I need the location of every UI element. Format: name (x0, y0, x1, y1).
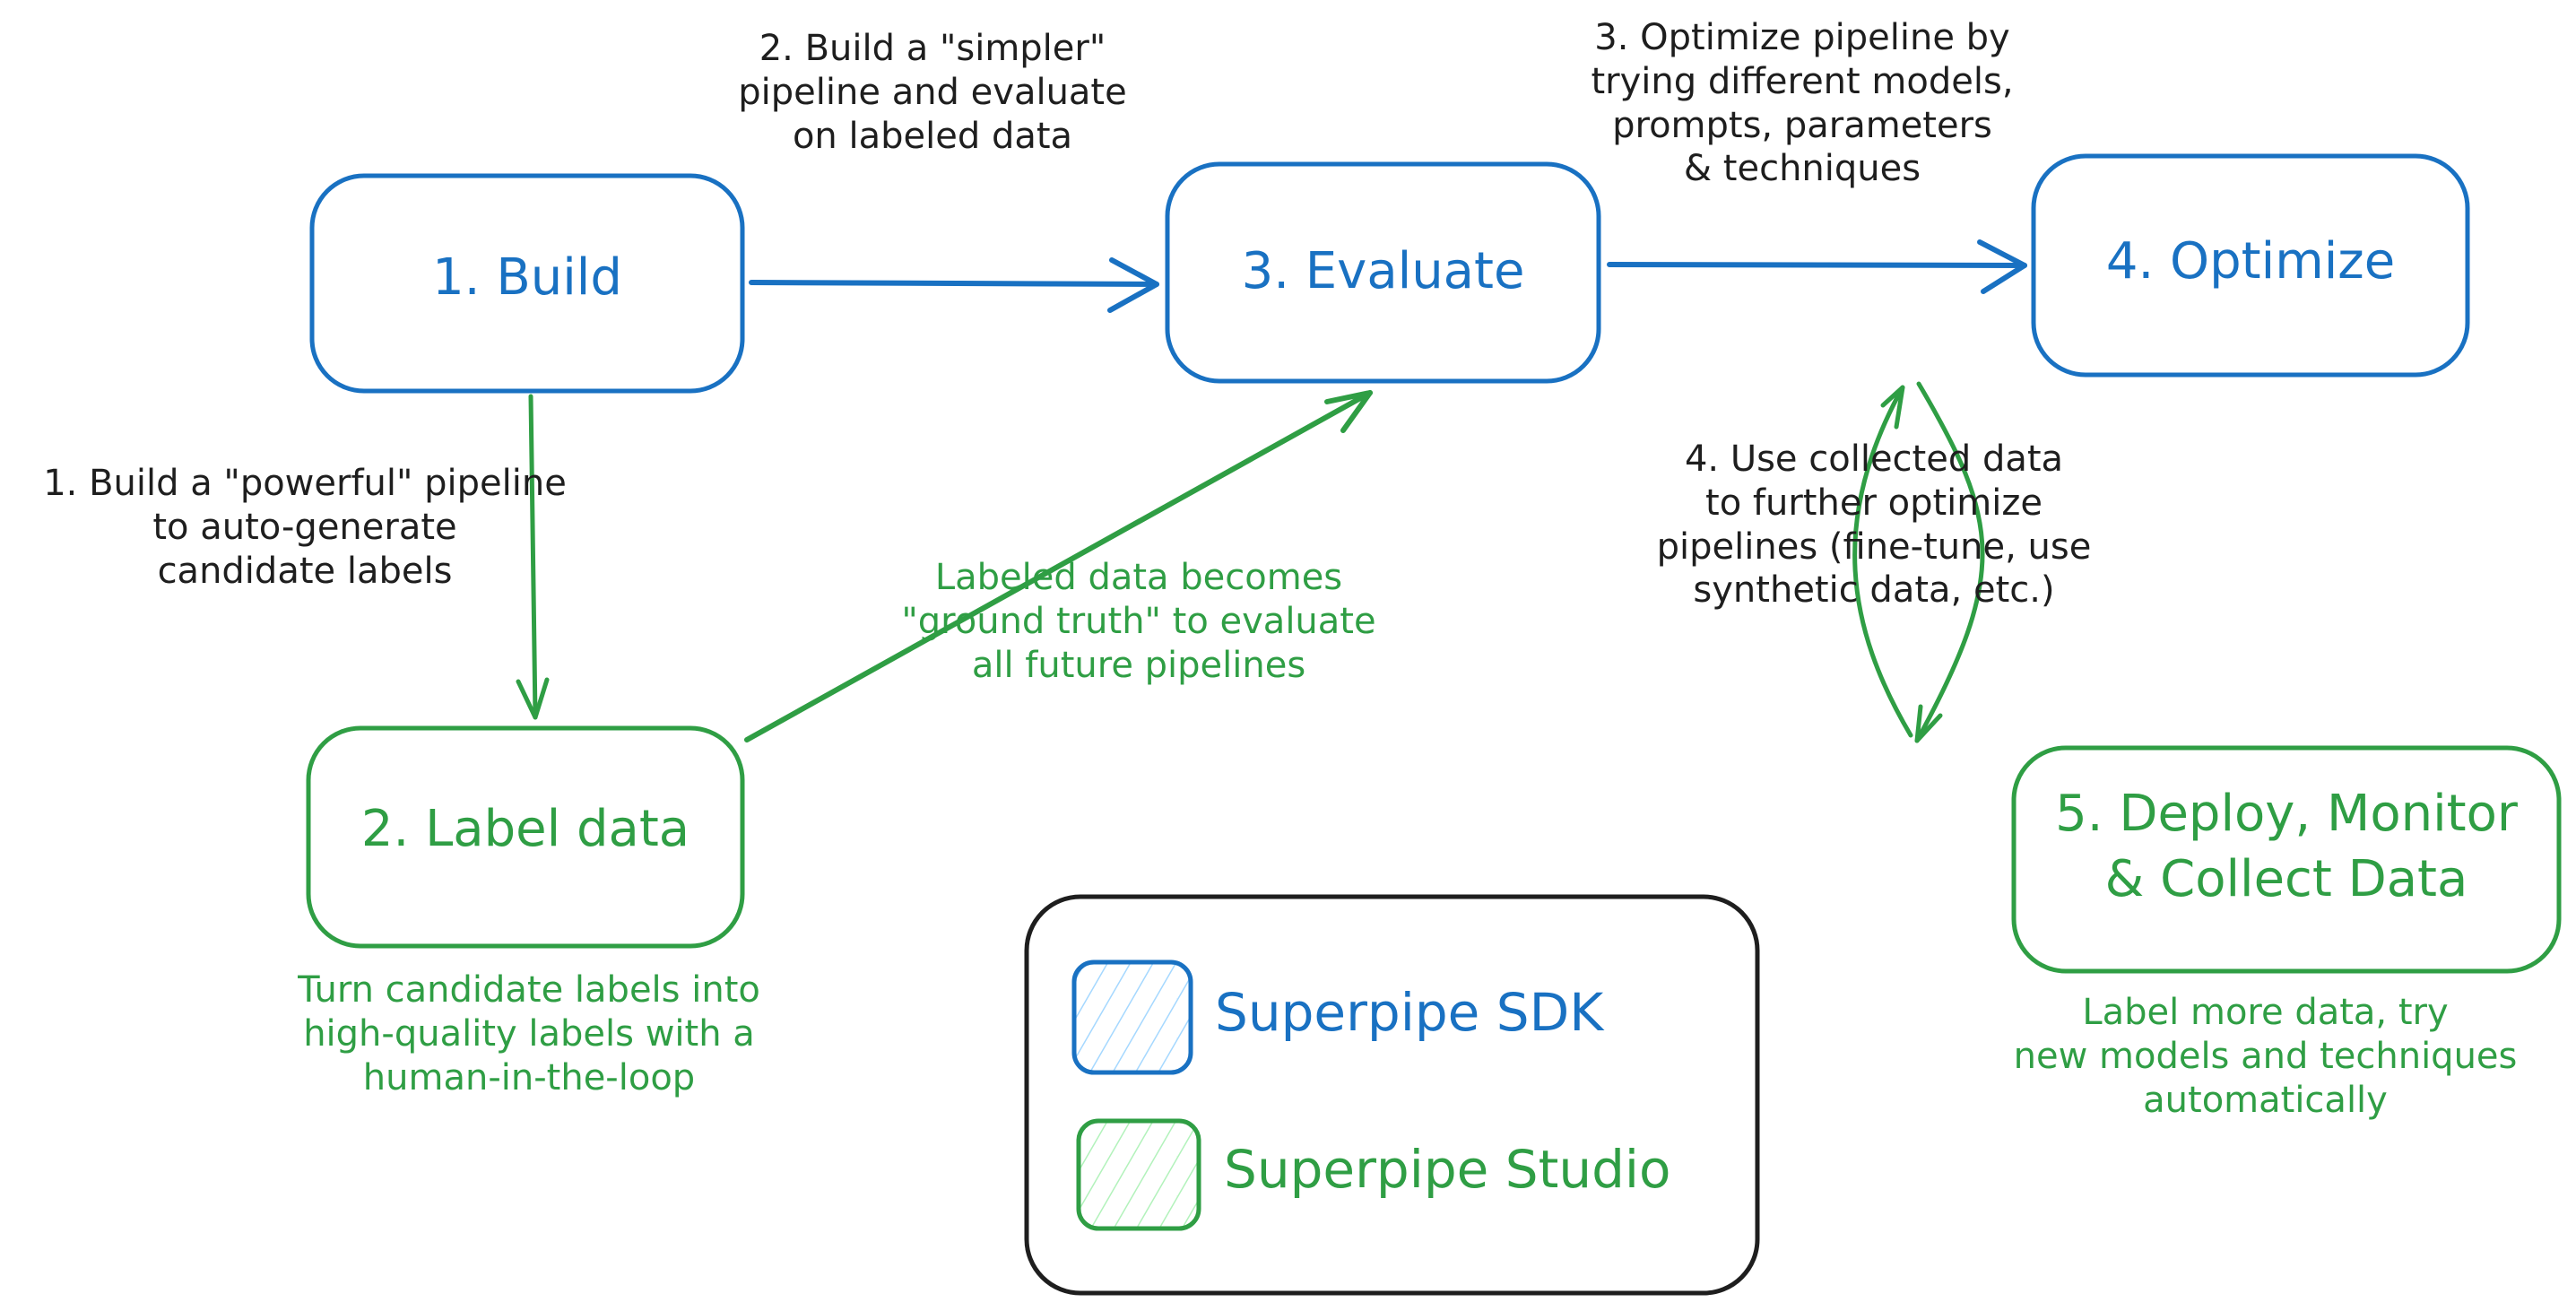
optimize-node-label: 4. Optimize (2105, 231, 2396, 291)
legend-swatch-studio-box (1076, 1118, 1201, 1231)
arrow-build-to-evaluate (749, 257, 1159, 313)
arrow-deploy-to-optimize (1852, 385, 1913, 738)
arrow-optimize-to-deploy (1914, 381, 1985, 743)
optimize-box[interactable] (2031, 153, 2470, 378)
deploy-node-label: 5. Deploy, Monitor & Collect Data (2055, 785, 2518, 908)
legend-label-sdk: Superpipe SDK (1215, 982, 1604, 1043)
edge-label-deploy-to-optimize: 4. Use collected data to further optimiz… (1656, 438, 2092, 612)
evaluate-node-label: 3. Evaluate (1241, 241, 1525, 300)
arrow-build-to-label (516, 394, 550, 720)
evaluate-box[interactable] (1165, 161, 1601, 384)
label-data-node-label: 2. Label data (360, 799, 690, 858)
label-data-box[interactable] (306, 725, 745, 949)
build-box[interactable] (309, 173, 745, 394)
edge-label-build-to-evaluate: 2. Build a "simpler" pipeline and evalua… (738, 28, 1127, 157)
legend-label-studio: Superpipe Studio (1224, 1139, 1671, 1200)
edge-label-evaluate-to-optimize: 3. Optimize pipeline by trying different… (1591, 17, 2014, 190)
arrow-evaluate-to-optimize (1607, 239, 2027, 294)
note-label-data: Turn candidate labels into high-quality … (298, 969, 760, 1098)
note-deploy: Label more data, try new models and tech… (2013, 992, 2518, 1121)
arrow-label-to-evaluate (744, 390, 1373, 742)
edge-label-label-to-evaluate: Labeled data becomes "ground truth" to e… (901, 557, 1376, 686)
build-node-label: 1. Build (432, 247, 622, 307)
edge-label-build-to-label: 1. Build a "powerful" pipeline to auto-g… (43, 463, 567, 592)
legend-swatch-sdk-box (1071, 959, 1193, 1075)
deploy-box[interactable] (2011, 745, 2562, 974)
legend-box (1024, 894, 1760, 1296)
